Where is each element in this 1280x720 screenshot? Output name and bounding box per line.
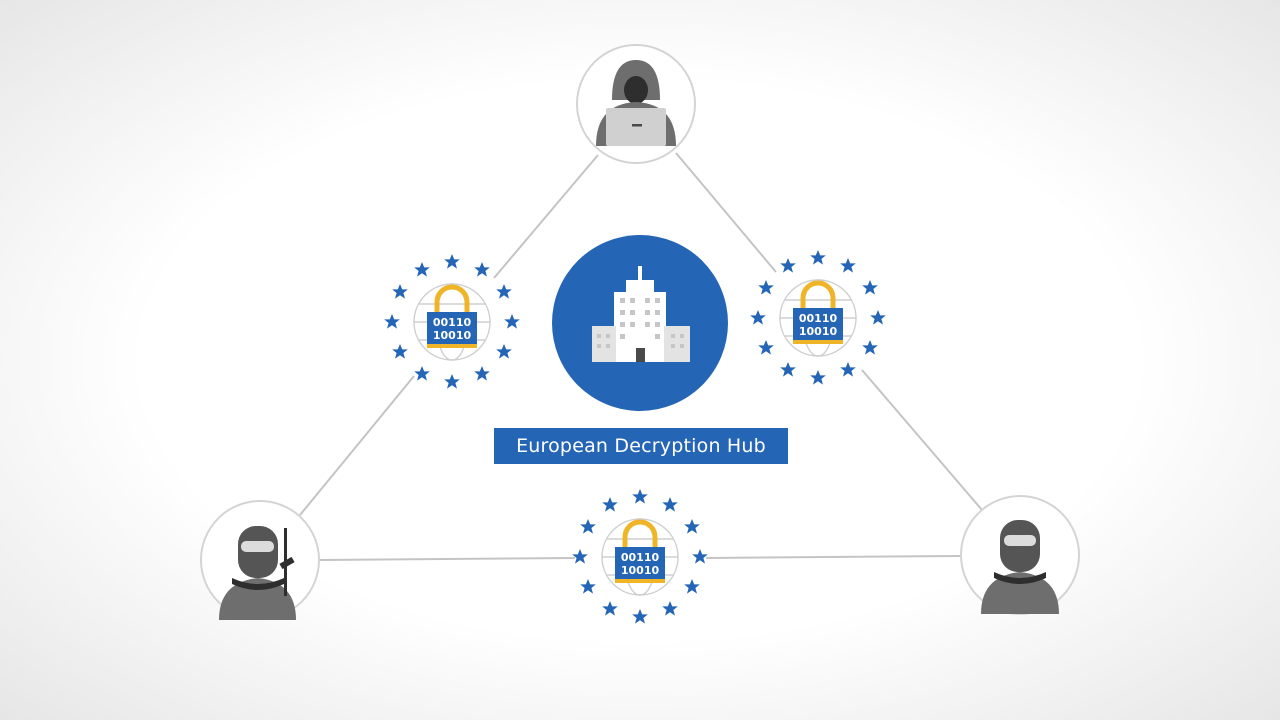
encrypted-lock-right: 00110 10010: [750, 250, 886, 385]
lock-code-line-2: 10010: [799, 325, 838, 338]
hub-building-node: [552, 235, 728, 411]
lock-code-line-2: 10010: [621, 564, 660, 577]
line-left-node-to-bottom-lock: [319, 557, 576, 561]
encrypted-lock-left: 00110 10010: [384, 254, 520, 389]
node-top-hacker: [576, 44, 696, 164]
headquarters-building-icon: [592, 266, 690, 362]
node-right-criminal: [960, 495, 1080, 615]
line-bottom-lock-to-right-node: [705, 555, 961, 559]
line-top-to-left-lock: [493, 154, 599, 279]
lock-code-line-1: 00110: [621, 551, 660, 564]
eu-encrypted-lock-icon: 00110 10010: [427, 284, 477, 348]
encrypted-lock-bottom: 00110 10010: [572, 489, 708, 624]
lock-code-line-1: 00110: [799, 312, 838, 325]
line-right-lock-to-right-node: [861, 369, 983, 511]
eu-encrypted-lock-icon: 00110 10010: [793, 280, 843, 344]
hub-label: European Decryption Hub: [494, 428, 788, 464]
lock-code-line-2: 10010: [433, 329, 472, 342]
connector-lines: [299, 152, 983, 561]
line-top-to-right-lock: [675, 152, 777, 273]
node-left-criminal: [200, 500, 320, 620]
hacker-laptop-icon: [596, 60, 676, 146]
line-left-lock-to-left-node: [299, 375, 415, 516]
lock-code-line-1: 00110: [433, 316, 472, 329]
masked-criminal-with-rifle-icon: [219, 526, 296, 620]
eu-encrypted-lock-icon: 00110 10010: [615, 519, 665, 583]
masked-criminal-icon: [981, 520, 1059, 614]
